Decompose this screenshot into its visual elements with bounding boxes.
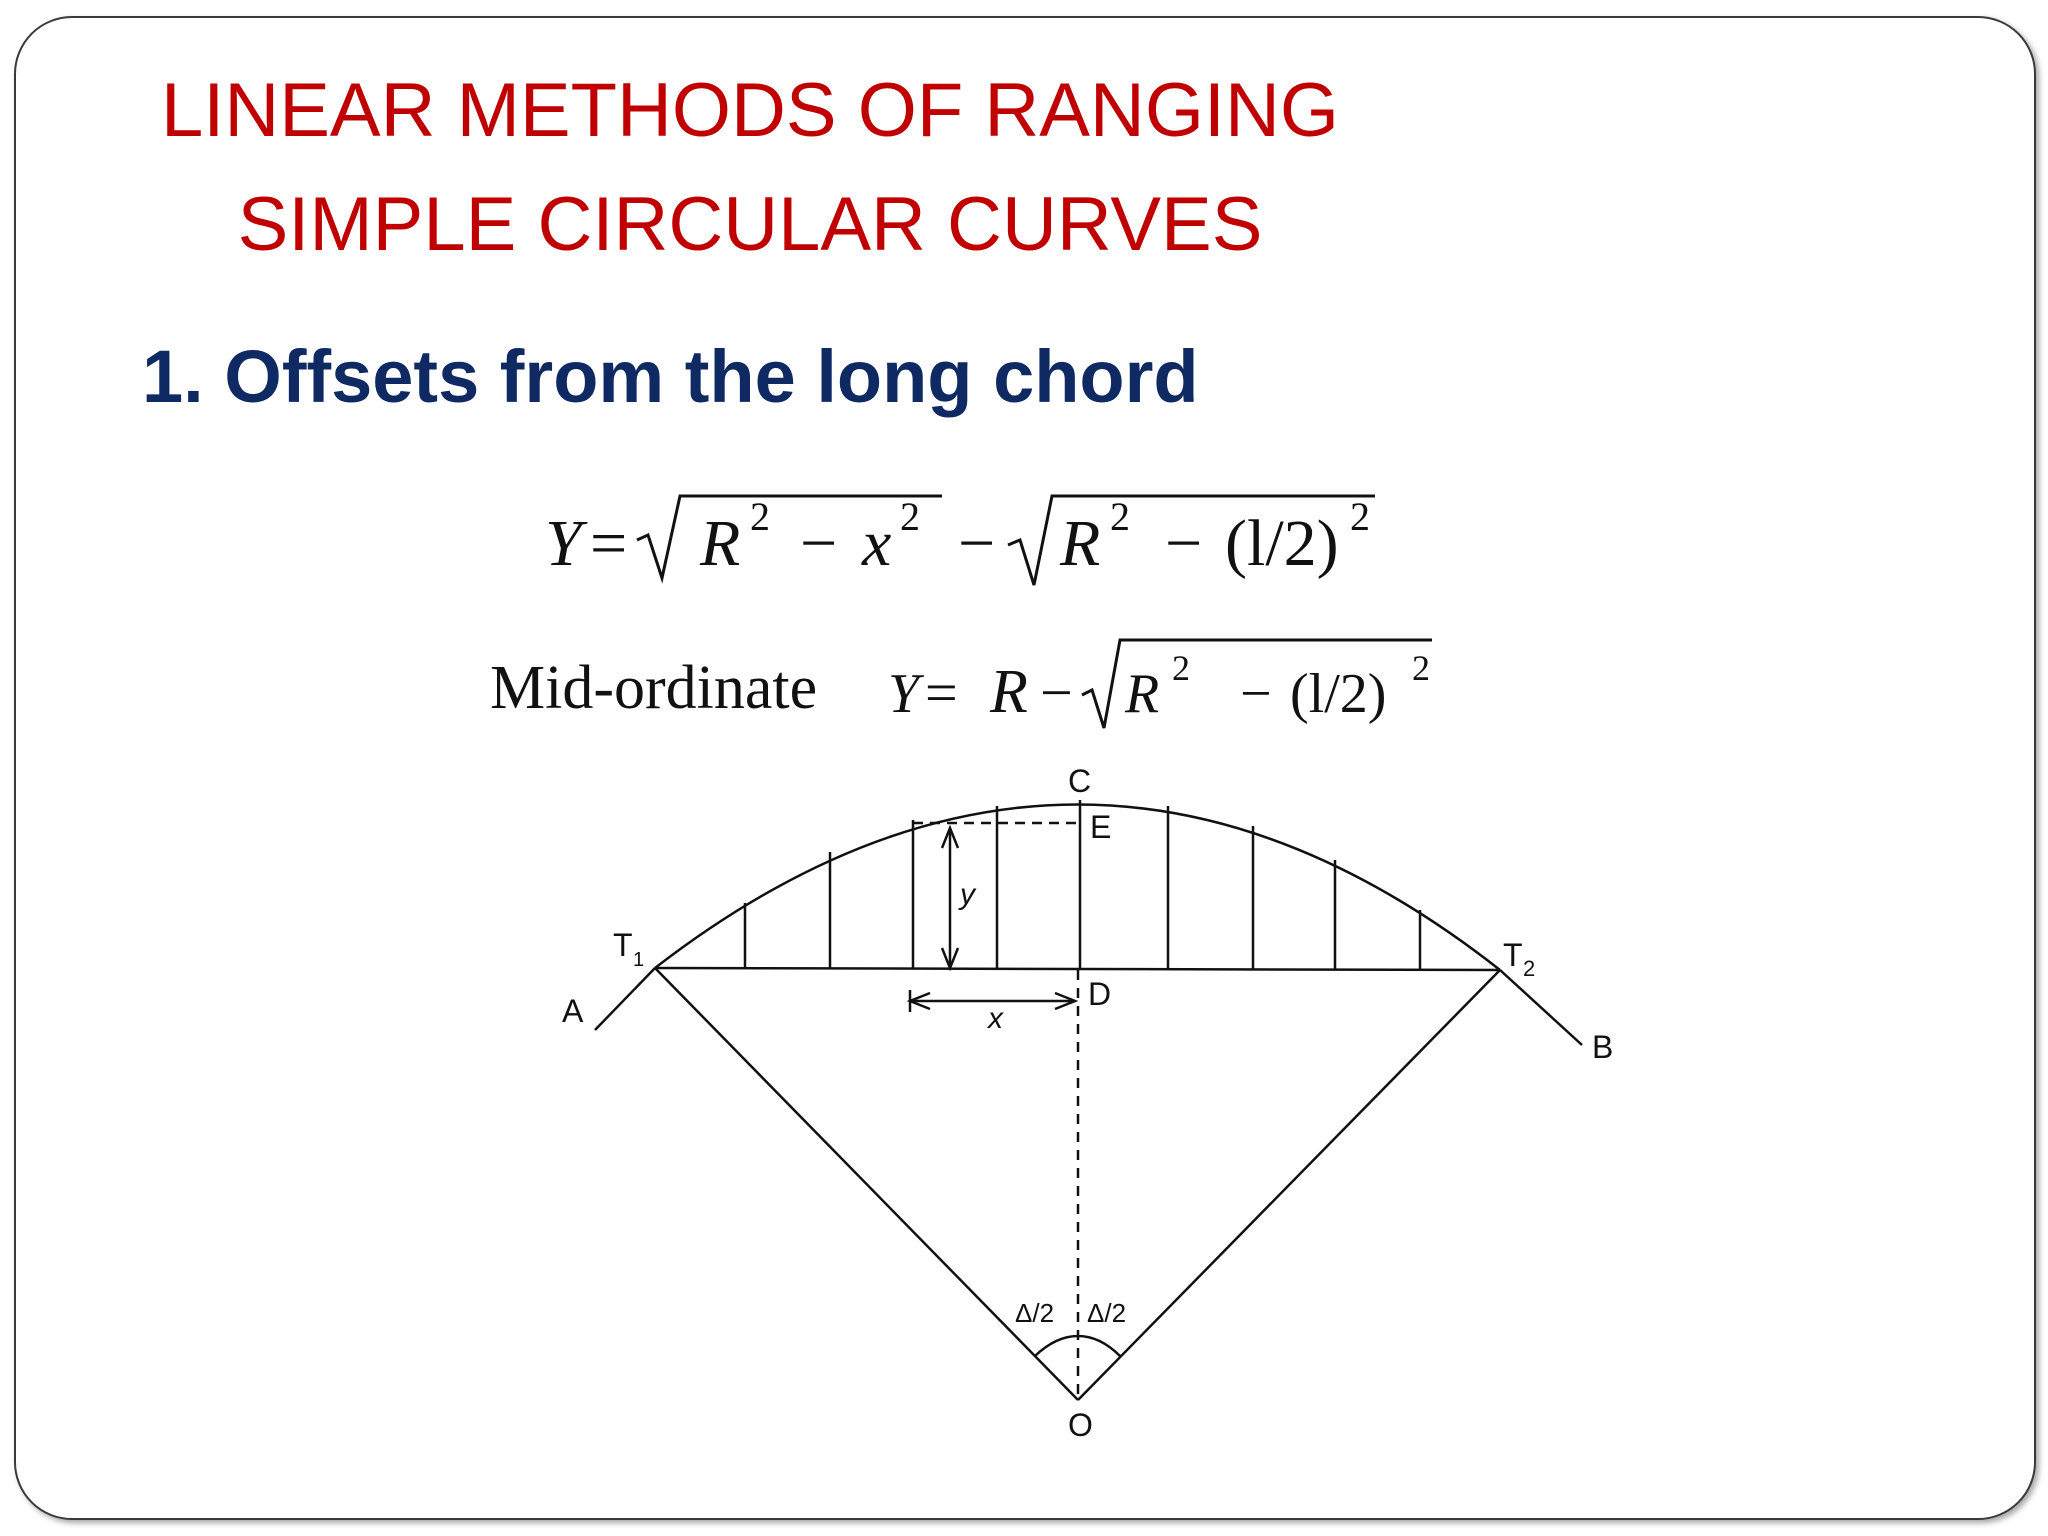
x-arrow-right	[1054, 991, 1079, 1011]
slide-title-line2: SIMPLE CIRCULAR CURVES	[237, 182, 1263, 267]
formula1-r2-exp: 2	[1110, 494, 1130, 539]
radius-t1-o	[654, 967, 1079, 1401]
label-t2-sub: 2	[1523, 956, 1535, 981]
label-y: y	[958, 878, 977, 911]
formula1-r1-exp: 2	[750, 494, 770, 539]
mid-ordinate-formula: Mid-ordinate Y = R − R 2 − (l/2) 2	[490, 638, 1432, 729]
tangent-line-a	[594, 967, 656, 1031]
formula1-equals: =	[590, 507, 627, 580]
x-arrow-left	[906, 991, 931, 1011]
formula2-minus2: −	[1240, 663, 1272, 725]
label-d: D	[1088, 976, 1111, 1012]
formula1-minus1: −	[800, 507, 837, 580]
label-b: B	[1592, 1029, 1613, 1065]
formula2-minus1: −	[1040, 660, 1073, 725]
angle-arc-left	[1034, 1334, 1079, 1357]
formula2-r2-exp: 2	[1172, 648, 1190, 688]
tangent-line-b	[1499, 969, 1583, 1046]
formula2-r2: R	[1124, 663, 1159, 725]
formula1-minus3: −	[1165, 507, 1202, 580]
radical-sign-2	[1007, 494, 1375, 586]
formula1-x: x	[861, 507, 891, 580]
formula2-half-chord-exp: 2	[1412, 648, 1430, 688]
formula1-half-chord: (l/2)	[1225, 507, 1339, 580]
curve-diagram	[594, 800, 1583, 1401]
formula2-equals: =	[925, 660, 958, 725]
long-chord	[654, 966, 1501, 972]
formula1-lhs: Y	[545, 507, 588, 580]
formula2-lhs: Y	[888, 663, 925, 725]
slide-title-line1: LINEAR METHODS OF RANGING	[160, 68, 1340, 153]
formula1-x-exp: 2	[900, 494, 920, 539]
section-heading: 1. Offsets from the long chord	[142, 335, 1199, 418]
label-x: x	[986, 1002, 1004, 1035]
radius-t2-o	[1077, 969, 1501, 1401]
label-t1: T	[613, 927, 633, 963]
label-o: O	[1068, 1407, 1093, 1443]
angle-arc-right	[1077, 1334, 1121, 1357]
formula2-r: R	[989, 658, 1028, 726]
label-t2: T	[1503, 937, 1523, 973]
circular-curve-arc	[654, 803, 1501, 971]
label-e: E	[1090, 809, 1111, 845]
y-arrow-top	[940, 824, 960, 849]
label-half-angle-left: Δ/2	[1015, 1298, 1054, 1328]
formula1-r1: R	[699, 507, 740, 580]
label-t1-sub: 1	[633, 949, 644, 971]
slide-frame	[14, 16, 2036, 1520]
offset-formula: Y = R 2 − x 2 − R 2 − (l/2) 2	[545, 494, 1375, 586]
label-a: A	[562, 993, 584, 1029]
formula2-label: Mid-ordinate	[490, 654, 817, 722]
diagram-labels: C E D O A B T 1 T 2 y x Δ/2 Δ/2	[562, 763, 1613, 1443]
label-c: C	[1068, 763, 1091, 799]
label-half-angle-right: Δ/2	[1087, 1298, 1126, 1328]
formula2-half-chord: (l/2)	[1290, 663, 1386, 725]
radical-sign-1	[636, 494, 942, 584]
formula1-minus2: −	[958, 507, 995, 580]
formula1-r2: R	[1059, 507, 1100, 580]
y-arrow-bottom	[940, 947, 960, 972]
radical-sign-3	[1081, 638, 1432, 729]
formula1-half-chord-exp: 2	[1350, 494, 1370, 539]
